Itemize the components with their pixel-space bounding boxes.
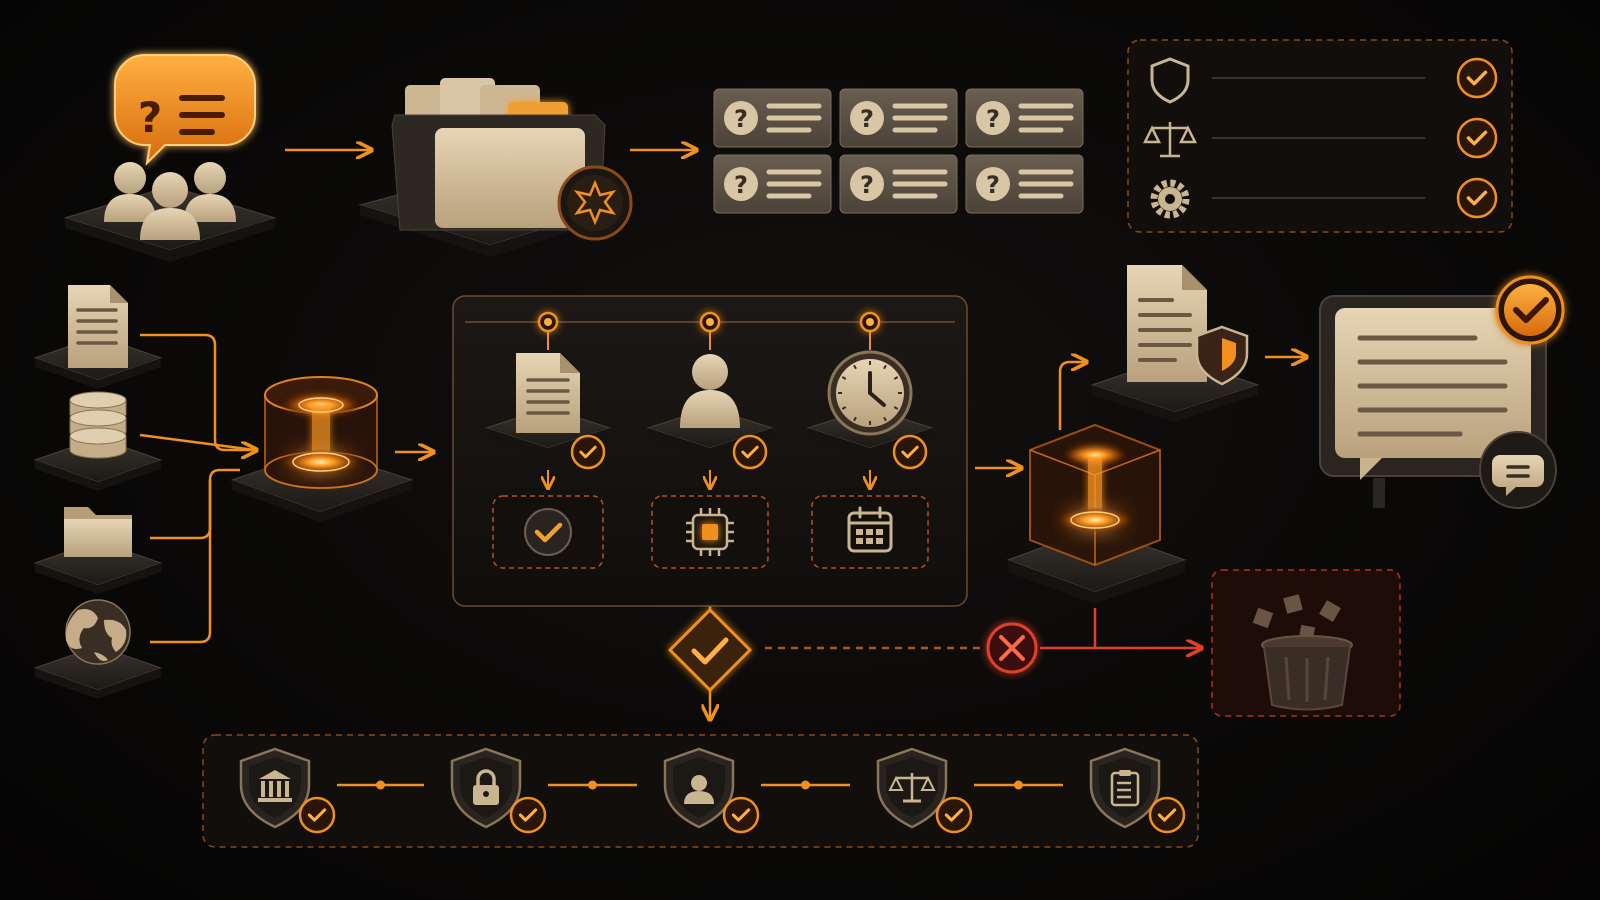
sparkle-badge-icon [557, 165, 633, 241]
shield-icon [1150, 57, 1190, 104]
chip-icon [686, 508, 734, 556]
chain-link [548, 780, 637, 790]
document-icon [516, 353, 580, 433]
validation-panel [452, 295, 968, 607]
check-icon [1456, 177, 1498, 219]
validation-step [646, 311, 774, 569]
vector-store-node [230, 376, 414, 522]
question-card-icon: ? [724, 167, 758, 201]
diamond-check-icon [668, 608, 752, 692]
chain-link [974, 780, 1063, 790]
question-card: ? [965, 154, 1084, 214]
user-icon [680, 354, 740, 428]
approved-response-node [1319, 275, 1565, 509]
user-questions-node: ? [63, 54, 277, 262]
question-card: ? [713, 88, 832, 148]
check-icon [892, 434, 928, 470]
question-card-icon: ? [850, 101, 884, 135]
check-icon [570, 434, 606, 470]
sources-column [33, 285, 163, 699]
glowing-cylinder-icon [264, 376, 378, 489]
chat-icon [1479, 431, 1557, 509]
question-card: ? [839, 154, 958, 214]
check-icon [1456, 117, 1498, 159]
file-box-node [358, 78, 633, 257]
check-icon [1148, 796, 1186, 834]
question-card-icon: ? [976, 167, 1010, 201]
scales-icon [1142, 122, 1198, 158]
question-card: ? [965, 88, 1084, 148]
question-card-icon: ? [724, 101, 758, 135]
gear-icon [1150, 179, 1190, 219]
trash-panel [1211, 569, 1401, 717]
compliance-chain-panel [202, 734, 1199, 848]
calendar-icon [847, 506, 893, 553]
check-icon [1456, 57, 1498, 99]
validation-steps [484, 311, 934, 569]
policy-check-icons [1456, 57, 1498, 219]
database-icon [69, 391, 127, 459]
svg-text:?: ? [734, 171, 748, 199]
chain-link [337, 780, 424, 790]
source-documents-node [33, 285, 163, 389]
policy-checklist-panel [1127, 39, 1513, 233]
folder-icon [64, 507, 132, 557]
question-cards-grid: ?????? [713, 88, 1084, 214]
x-circle-icon [986, 622, 1038, 674]
compliance-chain-items [239, 747, 1186, 834]
lock-shield-icon [450, 747, 522, 829]
question-card-icon: ? [976, 101, 1010, 135]
connector-globe [150, 480, 212, 644]
svg-text:?: ? [138, 93, 162, 142]
rail-node-icon [537, 311, 559, 333]
validation-step [484, 311, 612, 569]
chain-link [761, 780, 850, 790]
svg-text:?: ? [734, 105, 748, 133]
user-shield-icon [663, 747, 735, 829]
glowing-cube-icon [1029, 423, 1161, 567]
check-circle-icon [524, 508, 572, 556]
protected-document-node [1090, 265, 1260, 422]
trash-bin-icon [1252, 594, 1353, 711]
svg-text:?: ? [860, 105, 874, 133]
source-database-node [33, 391, 163, 491]
file-box-icon [391, 78, 606, 231]
svg-text:?: ? [986, 171, 1000, 199]
question-card-icon: ? [850, 167, 884, 201]
question-card: ? [839, 88, 958, 148]
check-icon [722, 796, 760, 834]
check-icon [298, 796, 336, 834]
speech-bubble-question-icon: ? [114, 54, 256, 166]
rail-node-icon [859, 311, 881, 333]
connector-docs [140, 333, 255, 450]
document-shield-icon [1127, 265, 1249, 386]
connector-folder [150, 468, 240, 540]
check-icon [935, 796, 973, 834]
processing-cube-node [1006, 423, 1187, 604]
arrow-cube-to-doc [1058, 362, 1085, 430]
document-icon [68, 285, 128, 368]
rail-node-icon [699, 311, 721, 333]
connector-db [139, 433, 256, 452]
check-icon [509, 796, 547, 834]
scales-shield-icon [876, 747, 948, 829]
bank-shield-icon [239, 747, 311, 829]
clipboard-shield-icon [1089, 747, 1161, 829]
globe-icon [65, 599, 131, 665]
svg-text:?: ? [860, 171, 874, 199]
svg-text:?: ? [986, 105, 1000, 133]
clock-icon [827, 350, 913, 436]
source-web-node [33, 599, 163, 699]
source-folder-node [33, 507, 163, 594]
check-icon [732, 434, 768, 470]
check-badge-icon [1495, 275, 1565, 345]
reject-connectors [1040, 608, 1200, 648]
users-group-icon [104, 162, 236, 240]
validation-step [806, 311, 934, 569]
question-card: ? [713, 154, 832, 214]
